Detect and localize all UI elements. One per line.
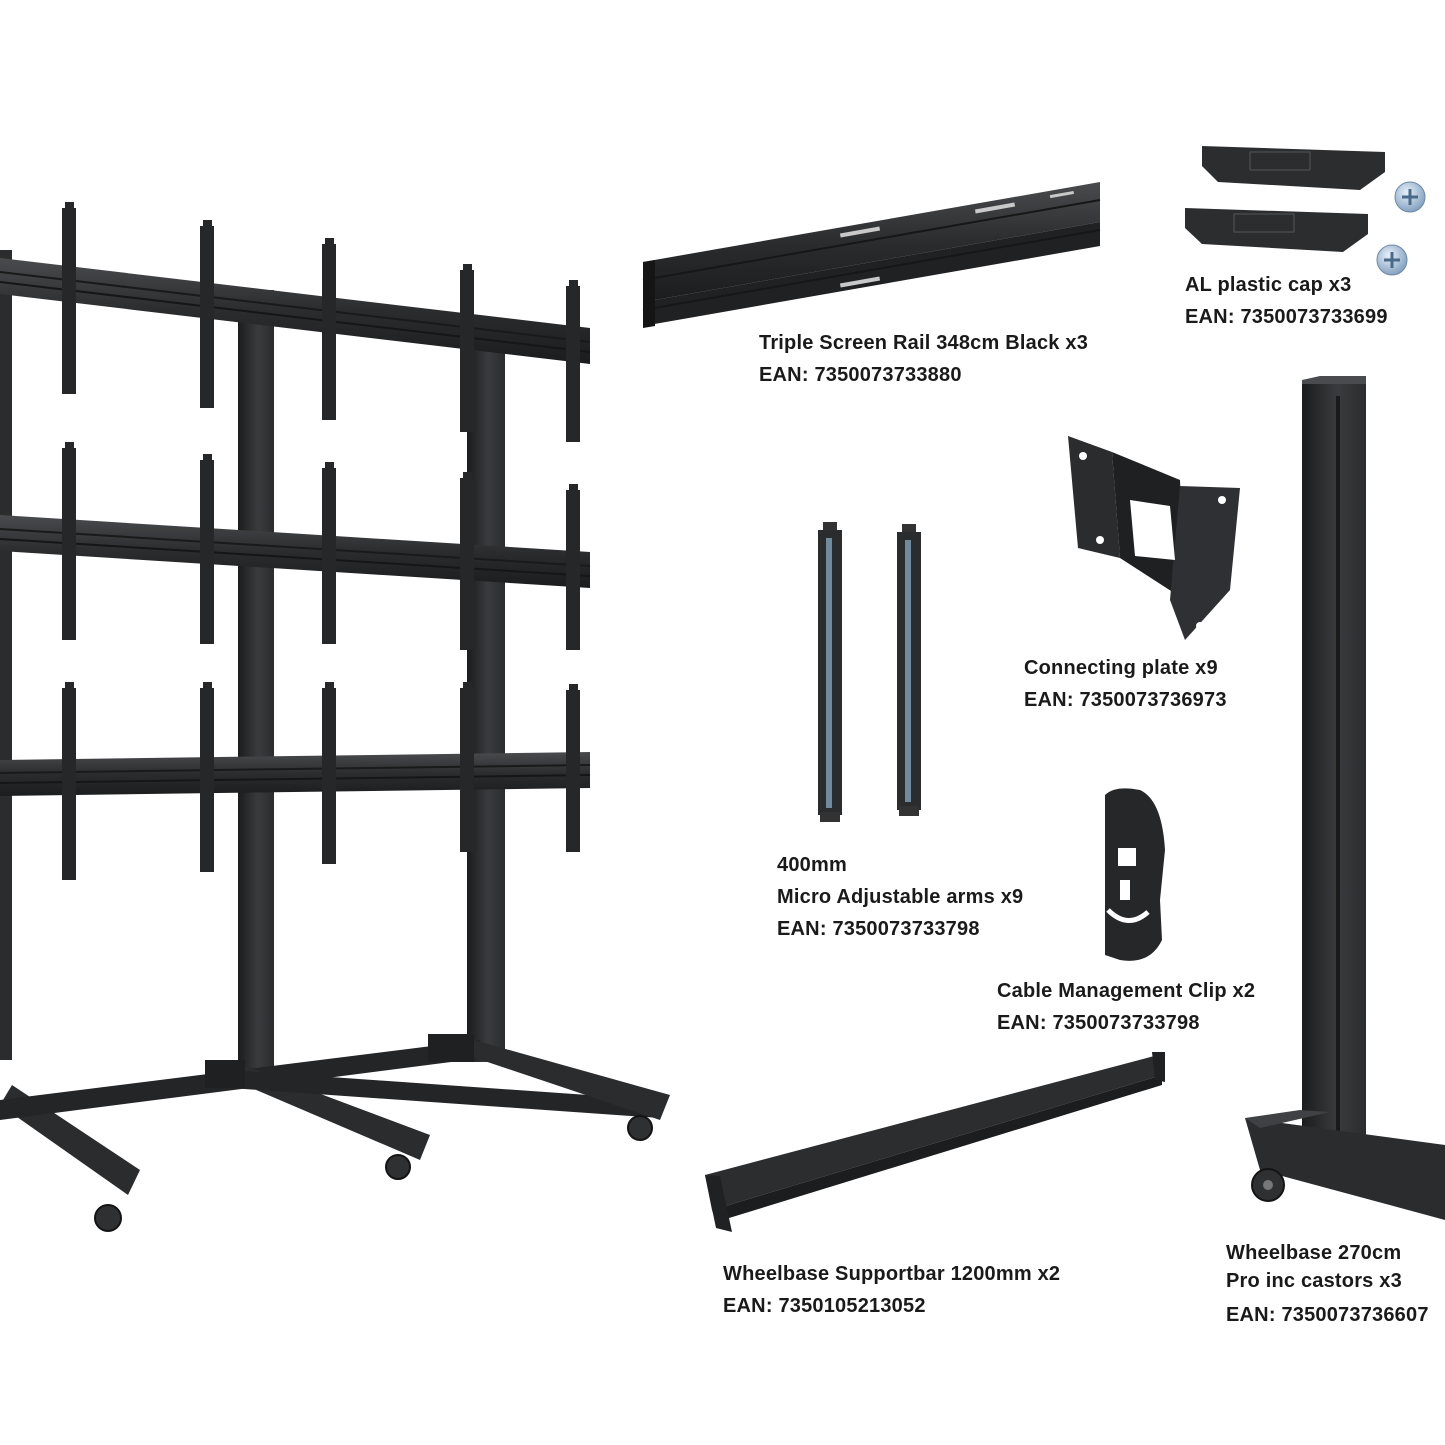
arms-ean: EAN: 7350073733798 [777,918,980,940]
rail-name: Triple Screen Rail 348cm Black x3 [759,332,1089,354]
plastic-cap [1202,146,1385,190]
cap-name: AL plastic cap x3 [1185,274,1352,296]
plate-name: Connecting plate x9 [1024,657,1218,679]
arm-col-3 [322,238,336,864]
adjustable-arm [897,524,921,816]
castor-wheel [94,1204,122,1232]
adjustable-arm [818,522,842,822]
castor-wheel [627,1115,653,1141]
arm-col-4 [460,264,474,852]
arm-col-2 [200,220,214,872]
cable-management-clip [1105,788,1165,961]
mounted-screen-rails [0,258,591,796]
arm-col-1 [62,202,76,880]
wheelbase-foot [1245,1118,1445,1220]
wheelbase-upright [1302,380,1366,1155]
screw-icon [1376,244,1408,276]
middle-rail [0,515,590,588]
castor-wheel [385,1154,411,1180]
triple-screen-rail [642,182,1101,328]
rear-upright-post [238,290,274,1080]
connecting-plate [1068,436,1240,640]
plate-caption: Connecting plate x9 EAN: 7350073736973 [1024,652,1227,716]
micro-adjustable-arms [818,522,921,822]
stand-wheelbase [0,1034,670,1195]
front-foot [428,1034,670,1120]
wheelbase-name-line1: Wheelbase 270cm [1226,1242,1402,1264]
plate-ean: EAN: 7350073736973 [1024,689,1227,711]
cap-caption: AL plastic cap x3 EAN: 7350073733699 [1185,269,1388,333]
arm-col-5 [566,280,580,852]
supportbar-ean: EAN: 7350105213052 [723,1295,926,1317]
castor-wheel [1251,1168,1285,1202]
wheelbase-name-line2: Pro inc castors x3 [1226,1270,1402,1292]
supportbar-caption: Wheelbase Supportbar 1200mm x2 EAN: 7350… [723,1258,1060,1322]
stand-castors [94,1115,653,1232]
clip-name: Cable Management Clip x2 [997,980,1256,1002]
right-support-bar [230,1070,660,1118]
screw-icon [1394,181,1426,213]
rail-caption: Triple Screen Rail 348cm Black x3 EAN: 7… [759,327,1088,391]
bottom-rail [0,752,590,796]
mounted-adjustable-arms [62,202,580,880]
al-plastic-caps [1185,146,1426,276]
arms-caption: 400mm Micro Adjustable arms x9 EAN: 7350… [777,849,1023,945]
plastic-cap [1185,208,1368,252]
top-rail [0,258,590,364]
wheelbase-caption: Wheelbase 270cm Pro inc castors x3 EAN: … [1226,1239,1429,1329]
wheelbase-supportbar [705,1052,1165,1232]
arms-size: 400mm [777,854,847,876]
left-edge-post [0,250,12,1060]
wheelbase-upright-with-castors [1245,376,1445,1220]
clip-ean: EAN: 7350073733798 [997,1012,1200,1034]
assembled-video-wall-stand [0,202,670,1232]
supportbar-name: Wheelbase Supportbar 1200mm x2 [723,1263,1061,1285]
clip-caption: Cable Management Clip x2 EAN: 7350073733… [997,975,1255,1039]
arms-name: Micro Adjustable arms x9 [777,886,1024,908]
wheelbase-ean: EAN: 7350073736607 [1226,1304,1429,1326]
rail-ean: EAN: 7350073733880 [759,364,962,386]
cap-ean: EAN: 7350073733699 [1185,306,1388,328]
